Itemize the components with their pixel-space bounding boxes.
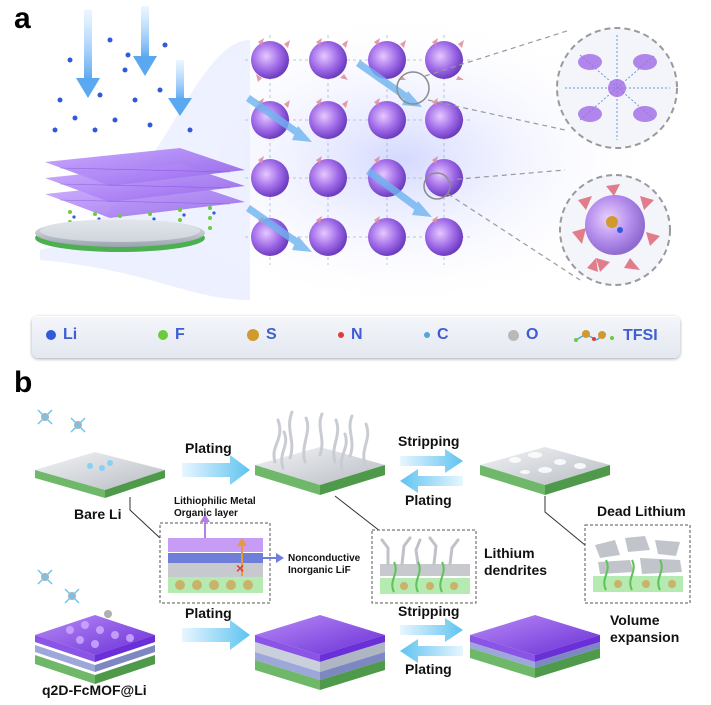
legend-label: O: [526, 326, 539, 343]
legend-label: N: [351, 326, 363, 343]
legend-item-n: N: [338, 326, 363, 344]
panel-b-letter: b: [14, 366, 33, 399]
plating-label-top: Plating: [185, 440, 232, 456]
nonconductive-layer-label: Nonconductive Inorganic LiF: [288, 553, 361, 576]
element-legend: Li F S N C O TFSI: [32, 316, 680, 358]
stripping-label-bottom: Stripping: [398, 603, 460, 619]
n-atom-icon: [338, 332, 344, 338]
o-atom-icon: [508, 329, 519, 341]
panel-a-letter: a: [14, 2, 31, 35]
dead-lithium-label: Dead Lithium: [597, 503, 686, 519]
legend-label: F: [175, 326, 185, 343]
plating-label-bottom: Plating: [185, 605, 232, 621]
legend-label: S: [266, 326, 277, 343]
bare-li-label: Bare Li: [74, 506, 122, 522]
c-atom-icon: [424, 332, 430, 338]
lithiophilic-layer-label: Lithiophilic Metal Organic layer: [174, 496, 256, 519]
legend-label: C: [437, 326, 449, 343]
legend-item-s: S: [247, 326, 277, 344]
legend-item-f: F: [158, 326, 185, 344]
legend-item-o: O: [508, 326, 538, 344]
legend-item-tfsi: TFSI: [572, 326, 658, 346]
legend-item-c: C: [424, 326, 449, 344]
stripping-label-top: Stripping: [398, 433, 460, 449]
f-atom-icon: [158, 330, 168, 340]
legend-label: TFSI: [623, 327, 658, 344]
lithium-dendrites-label: Lithium dendrites: [484, 545, 548, 578]
plating-return-label-top: Plating: [405, 492, 452, 508]
svg-text:×: ×: [236, 560, 244, 576]
s-atom-icon: [247, 329, 259, 341]
tfsi-molecule-icon: [574, 330, 614, 342]
legend-label: Li: [63, 326, 78, 343]
legend-item-li: Li: [46, 326, 77, 344]
plating-return-label-bottom: Plating: [405, 661, 452, 677]
li-atom-icon: [46, 330, 56, 340]
mof-li-label: q2D-FcMOF@Li: [42, 682, 147, 698]
volume-expansion-label: Volume expansion: [610, 612, 680, 645]
